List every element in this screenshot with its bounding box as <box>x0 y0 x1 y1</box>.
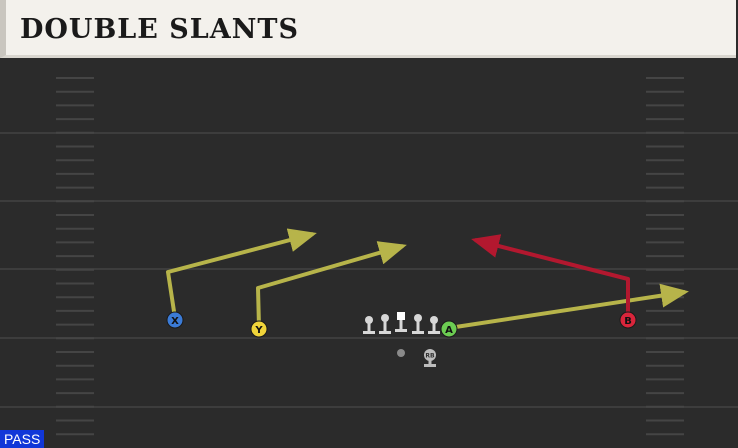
routes <box>166 228 689 330</box>
title-bar: DOUBLE SLANTS <box>0 0 736 58</box>
rb-label: RB <box>425 353 435 360</box>
receiver-y: Y <box>250 320 268 338</box>
receiver-a-label: A <box>445 325 453 336</box>
play-title: DOUBLE SLANTS <box>20 14 299 45</box>
receiver-b-label: B <box>624 316 632 327</box>
quarterback-marker <box>397 349 405 357</box>
yard-lines <box>0 132 738 408</box>
route-y-slant <box>256 241 407 328</box>
receiver-a: A <box>440 320 458 338</box>
play-type-badge: PASS <box>0 430 45 448</box>
lineman-icon <box>412 314 424 334</box>
lineman-icon <box>363 316 375 334</box>
route-a-out <box>448 283 689 330</box>
running-back-marker: RB <box>424 349 436 367</box>
offensive-line <box>363 312 440 334</box>
lineman-icon <box>428 316 440 334</box>
lineman-icon <box>379 314 391 334</box>
receiver-y-label: Y <box>254 325 263 336</box>
play-field: RB X Y A B <box>0 77 738 436</box>
receiver-b: B <box>619 311 637 329</box>
route-x-slant <box>166 228 317 319</box>
receiver-x-label: X <box>171 316 179 327</box>
center-icon <box>395 312 407 332</box>
receiver-x: X <box>166 311 184 329</box>
route-b-slant <box>471 234 630 318</box>
